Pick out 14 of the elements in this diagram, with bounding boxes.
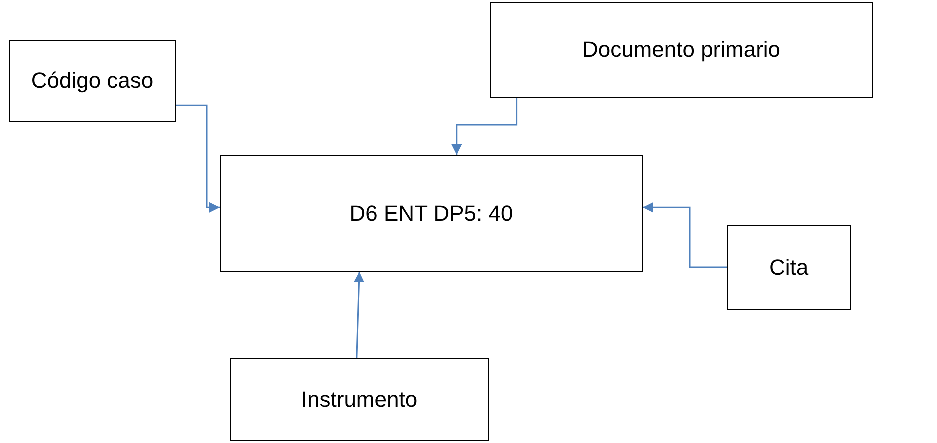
arrow — [354, 272, 364, 358]
box-label: Instrumento — [301, 386, 418, 412]
box-label: Documento primario — [582, 37, 781, 63]
arrow — [643, 202, 727, 268]
text-box — [230, 358, 489, 441]
box-label: Cita — [769, 254, 809, 280]
text-box — [490, 2, 873, 98]
arrow — [176, 104, 220, 213]
text-box — [220, 155, 643, 272]
arrow — [452, 98, 518, 155]
box-label: Código caso — [31, 68, 154, 94]
text-box — [9, 40, 176, 122]
text-box — [727, 225, 851, 310]
box-label: D6 ENT DP5: 40 — [350, 200, 514, 226]
